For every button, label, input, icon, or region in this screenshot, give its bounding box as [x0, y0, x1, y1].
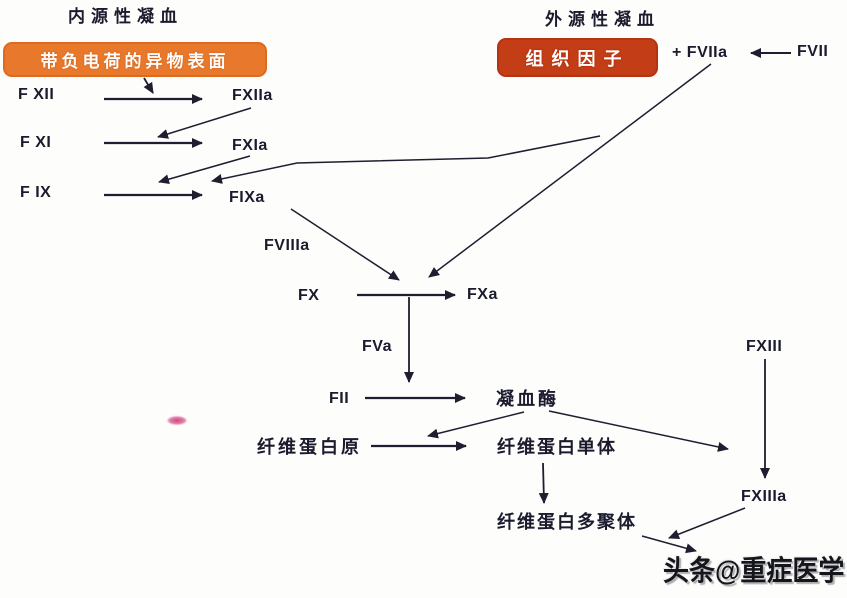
label-fxiiia: FXIIIa [741, 488, 787, 505]
label-fii: FII [329, 390, 350, 407]
label-fibrin-polymer: 纤维蛋白多聚体 [497, 512, 637, 532]
heading-intrinsic-pathway: 内源性凝血 [68, 7, 183, 26]
arrow-fxia-to-fix-reaction [158, 155, 251, 185]
label-fxiia: FXIIa [232, 87, 273, 104]
arrow-foreign-surface-to-fxii-reaction [143, 77, 154, 94]
arrow-thrombin-to-fxiii-reaction [548, 410, 729, 452]
label-fva: FVa [362, 338, 392, 355]
label-fxii: F XII [18, 86, 55, 103]
negatively-charged-surface-box: 带负电荷的异物表面 [3, 42, 267, 77]
label-fibrinogen: 纤维蛋白原 [257, 437, 362, 457]
arrow-fviia-to-fx-reaction [428, 63, 712, 278]
label-fx: FX [298, 287, 320, 304]
label-fviia: + FVIIa [672, 44, 728, 61]
arrow-polymer-to-crosslink [641, 535, 697, 554]
label-fxi: F XI [20, 134, 52, 151]
label-fix: F IX [20, 184, 52, 201]
label-fibrin-monomer: 纤维蛋白单体 [497, 437, 617, 457]
watermark-toutiao: 头条@重症医学 [663, 553, 845, 587]
label-fxia: FXIa [232, 137, 268, 154]
arrow-thrombin-to-fibrinogen-reaction [427, 411, 525, 439]
arrow-fviia-branch-to-fixa [211, 135, 601, 184]
heading-extrinsic-pathway: 外源性凝血 [545, 10, 660, 29]
label-fixa: FIXa [229, 189, 265, 206]
arrow-fixa-fviiia-to-fx-reaction [290, 208, 400, 281]
label-fviiia: FVIIIa [264, 237, 310, 254]
arrow-monomer-to-polymer [538, 462, 549, 504]
label-thrombin: 凝血酶 [496, 389, 559, 409]
label-fxa: FXa [467, 286, 498, 303]
label-fxiii: FXIII [746, 338, 783, 355]
pink-smudge-mark [167, 416, 187, 425]
label-fvii: FVII [797, 43, 829, 60]
arrow-fxiiia-to-crosslink [668, 507, 746, 539]
arrow-fxiia-to-fxi-reaction [157, 107, 252, 139]
tissue-factor-box: 组织因子 [497, 38, 658, 77]
